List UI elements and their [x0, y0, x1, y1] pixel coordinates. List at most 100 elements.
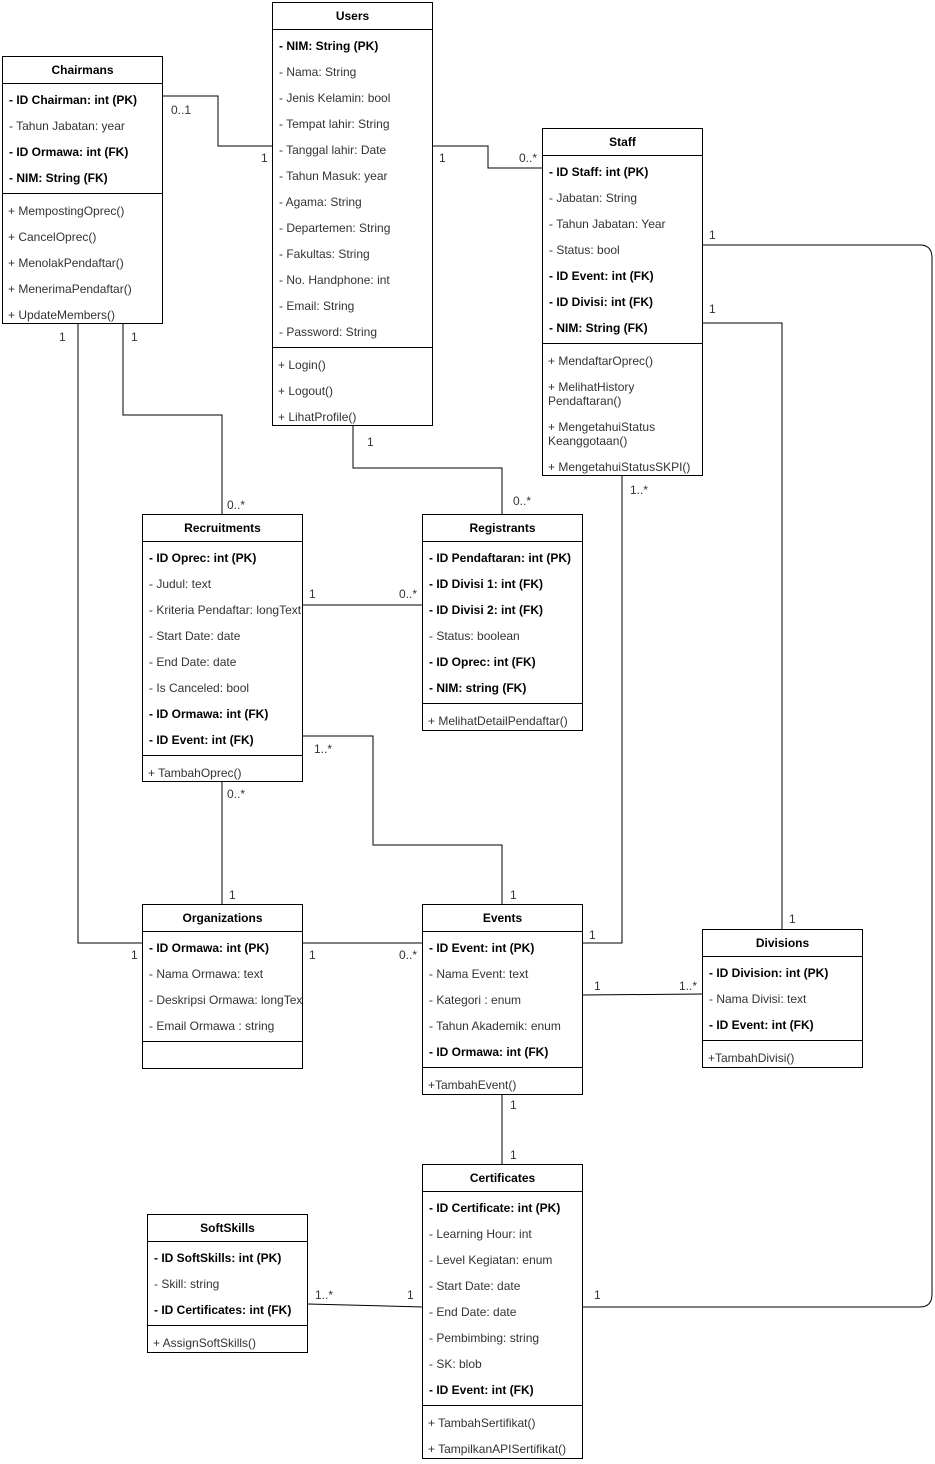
attribute: - Password: String — [279, 325, 378, 339]
attribute: - ID Ormawa: int (FK) — [429, 1045, 549, 1059]
operation: +TambahEvent() — [428, 1078, 517, 1092]
attribute: - Deskripsi Ormawa: longText — [149, 993, 302, 1007]
multiplicity-label: 1 — [407, 1288, 414, 1302]
attribute: - ID Event: int (PK) — [429, 941, 535, 955]
multiplicity-label: 0..* — [227, 787, 246, 801]
assoc-softskills-certificates — [307, 1303, 424, 1308]
operation: + MempostingOprec() — [8, 204, 125, 218]
attribute: - Is Canceled: bool — [149, 681, 250, 695]
operation-list: + Login() + Logout() + LihatProfile() — [273, 347, 432, 432]
attribute: - Tahun Jabatan: year — [9, 119, 125, 133]
operation: + LihatProfile() — [278, 410, 357, 424]
operation-list: + AssignSoftSkills() — [148, 1325, 307, 1358]
multiplicity-label: 1 — [594, 1288, 601, 1302]
attribute: - ID Divisi 1: int (FK) — [429, 577, 543, 591]
assoc-staff-divisions — [703, 322, 783, 930]
attribute: - ID Divisi 2: int (FK) — [429, 603, 543, 617]
multiplicity-label: 0..* — [227, 498, 246, 512]
operation: + TambahOprec() — [148, 766, 242, 780]
attribute: - Judul: text — [149, 577, 212, 591]
operation-list: +TambahDivisi() — [703, 1040, 862, 1073]
multiplicity-label: 1 — [510, 1098, 517, 1112]
multiplicity-label: 0..* — [399, 587, 418, 601]
operation: + AssignSoftSkills() — [153, 1336, 257, 1350]
attribute: - Email Ormawa : string — [149, 1019, 275, 1033]
attribute-list: - ID Event: int (PK) - Nama Event: text … — [423, 932, 582, 1067]
multiplicity-label: 1 — [709, 228, 716, 242]
attribute: - NIM: String (PK) — [279, 39, 379, 53]
operation-list: + MempostingOprec() + CancelOprec() + Me… — [3, 193, 162, 330]
class-softskills: SoftSkills - ID SoftSkills: int (PK) - S… — [147, 1214, 308, 1353]
attribute: - Email: String — [279, 299, 355, 313]
attribute: - Fakultas: String — [279, 247, 370, 261]
operation-list: +TambahEvent() — [423, 1067, 582, 1100]
attribute-list: - ID Division: int (PK) - Nama Divisi: t… — [703, 957, 862, 1040]
multiplicity-label: 1 — [309, 587, 316, 601]
attribute: - Jenis Kelamin: bool — [279, 91, 391, 105]
attribute: - NIM: String (FK) — [549, 321, 648, 335]
attribute: - Agama: String — [279, 195, 362, 209]
operation: + MendaftarOprec() — [548, 354, 654, 368]
class-title: Recruitments — [143, 515, 302, 542]
class-certificates: Certificates - ID Certificate: int (PK) … — [422, 1164, 583, 1459]
operation: + MengetahuiStatusSKPI() — [548, 460, 691, 474]
multiplicity-label: 1 — [510, 1148, 517, 1162]
class-title: Divisions — [703, 930, 862, 957]
attribute: - End Date: date — [429, 1305, 517, 1319]
attribute: - Jabatan: String — [549, 191, 638, 205]
attribute: - ID Pendaftaran: int (PK) — [429, 551, 572, 565]
attribute: - ID Ormawa: int (PK) — [149, 941, 270, 955]
attribute: - Tanggal lahir: Date — [279, 143, 387, 157]
attribute-list: - ID Staff: int (PK) - Jabatan: String -… — [543, 156, 702, 343]
multiplicity-label: 1 — [59, 330, 66, 344]
multiplicity-label: 1 — [261, 151, 268, 165]
operation: + CancelOprec() — [8, 230, 97, 244]
multiplicity-label: 1 — [594, 979, 601, 993]
assoc-users-registrants — [352, 426, 503, 515]
class-title: SoftSkills — [148, 1215, 307, 1242]
operation: + MenolakPendaftar() — [8, 256, 124, 270]
class-chairmans: Chairmans - ID Chairman: int (PK) - Tahu… — [2, 56, 163, 324]
multiplicity-label: 0..* — [513, 494, 532, 508]
multiplicity-label: 1 — [131, 948, 138, 962]
attribute: - Start Date: date — [149, 629, 241, 643]
multiplicity-label: 0..* — [519, 151, 538, 165]
class-users: Users - NIM: String (PK) - Nama: String … — [272, 2, 433, 426]
operation: + MengetahuiStatus Keanggotaan() — [548, 420, 656, 448]
operation: + MenerimaPendaftar() — [8, 282, 132, 296]
attribute: - ID Division: int (PK) — [709, 966, 829, 980]
multiplicity-label: 1 — [131, 330, 138, 344]
multiplicity-label: 1 — [510, 888, 517, 902]
assoc-chairmans-organizations — [77, 323, 143, 944]
attribute: - Learning Hour: int — [429, 1227, 532, 1241]
attribute: - ID Oprec: int (FK) — [429, 655, 536, 669]
operation-list: + MendaftarOprec() + MelihatHistory Pend… — [543, 343, 702, 482]
attribute-list: - NIM: String (PK) - Nama: String - Jeni… — [273, 30, 432, 347]
attribute: - Tahun Masuk: year — [279, 169, 388, 183]
attribute: - ID Certificate: int (PK) — [429, 1201, 561, 1215]
attribute-list: - ID Ormawa: int (PK) - Nama Ormawa: tex… — [143, 932, 302, 1041]
attribute: - ID Oprec: int (PK) — [149, 551, 257, 565]
attribute: - NIM: string (FK) — [429, 681, 527, 695]
attribute: - Tahun Akademik: enum — [429, 1019, 561, 1033]
class-divisions: Divisions - ID Division: int (PK) - Nama… — [702, 929, 863, 1068]
class-title: Users — [273, 3, 432, 30]
multiplicity-label: 0..1 — [171, 103, 192, 117]
operation-list: + TambahOprec() — [143, 755, 302, 788]
multiplicity-label: 1..* — [630, 483, 649, 497]
attribute-list: - ID Chairman: int (PK) - Tahun Jabatan:… — [3, 84, 162, 193]
attribute: - Pembimbing: string — [429, 1331, 540, 1345]
class-title: Organizations — [143, 905, 302, 932]
operation-list: + MelihatDetailPendaftar() — [423, 703, 582, 736]
operation: +TambahDivisi() — [708, 1051, 795, 1065]
operation: + Logout() — [278, 384, 334, 398]
attribute: - Status: boolean — [429, 629, 520, 643]
attribute: - No. Handphone: int — [279, 273, 390, 287]
attribute: - ID SoftSkills: int (PK) — [154, 1251, 282, 1265]
multiplicity-label: 1..* — [679, 979, 698, 993]
attribute: - Status: bool — [549, 243, 620, 257]
multiplicity-label: 1 — [309, 948, 316, 962]
attribute: - ID Event: int (FK) — [429, 1383, 534, 1397]
class-title: Staff — [543, 129, 702, 156]
